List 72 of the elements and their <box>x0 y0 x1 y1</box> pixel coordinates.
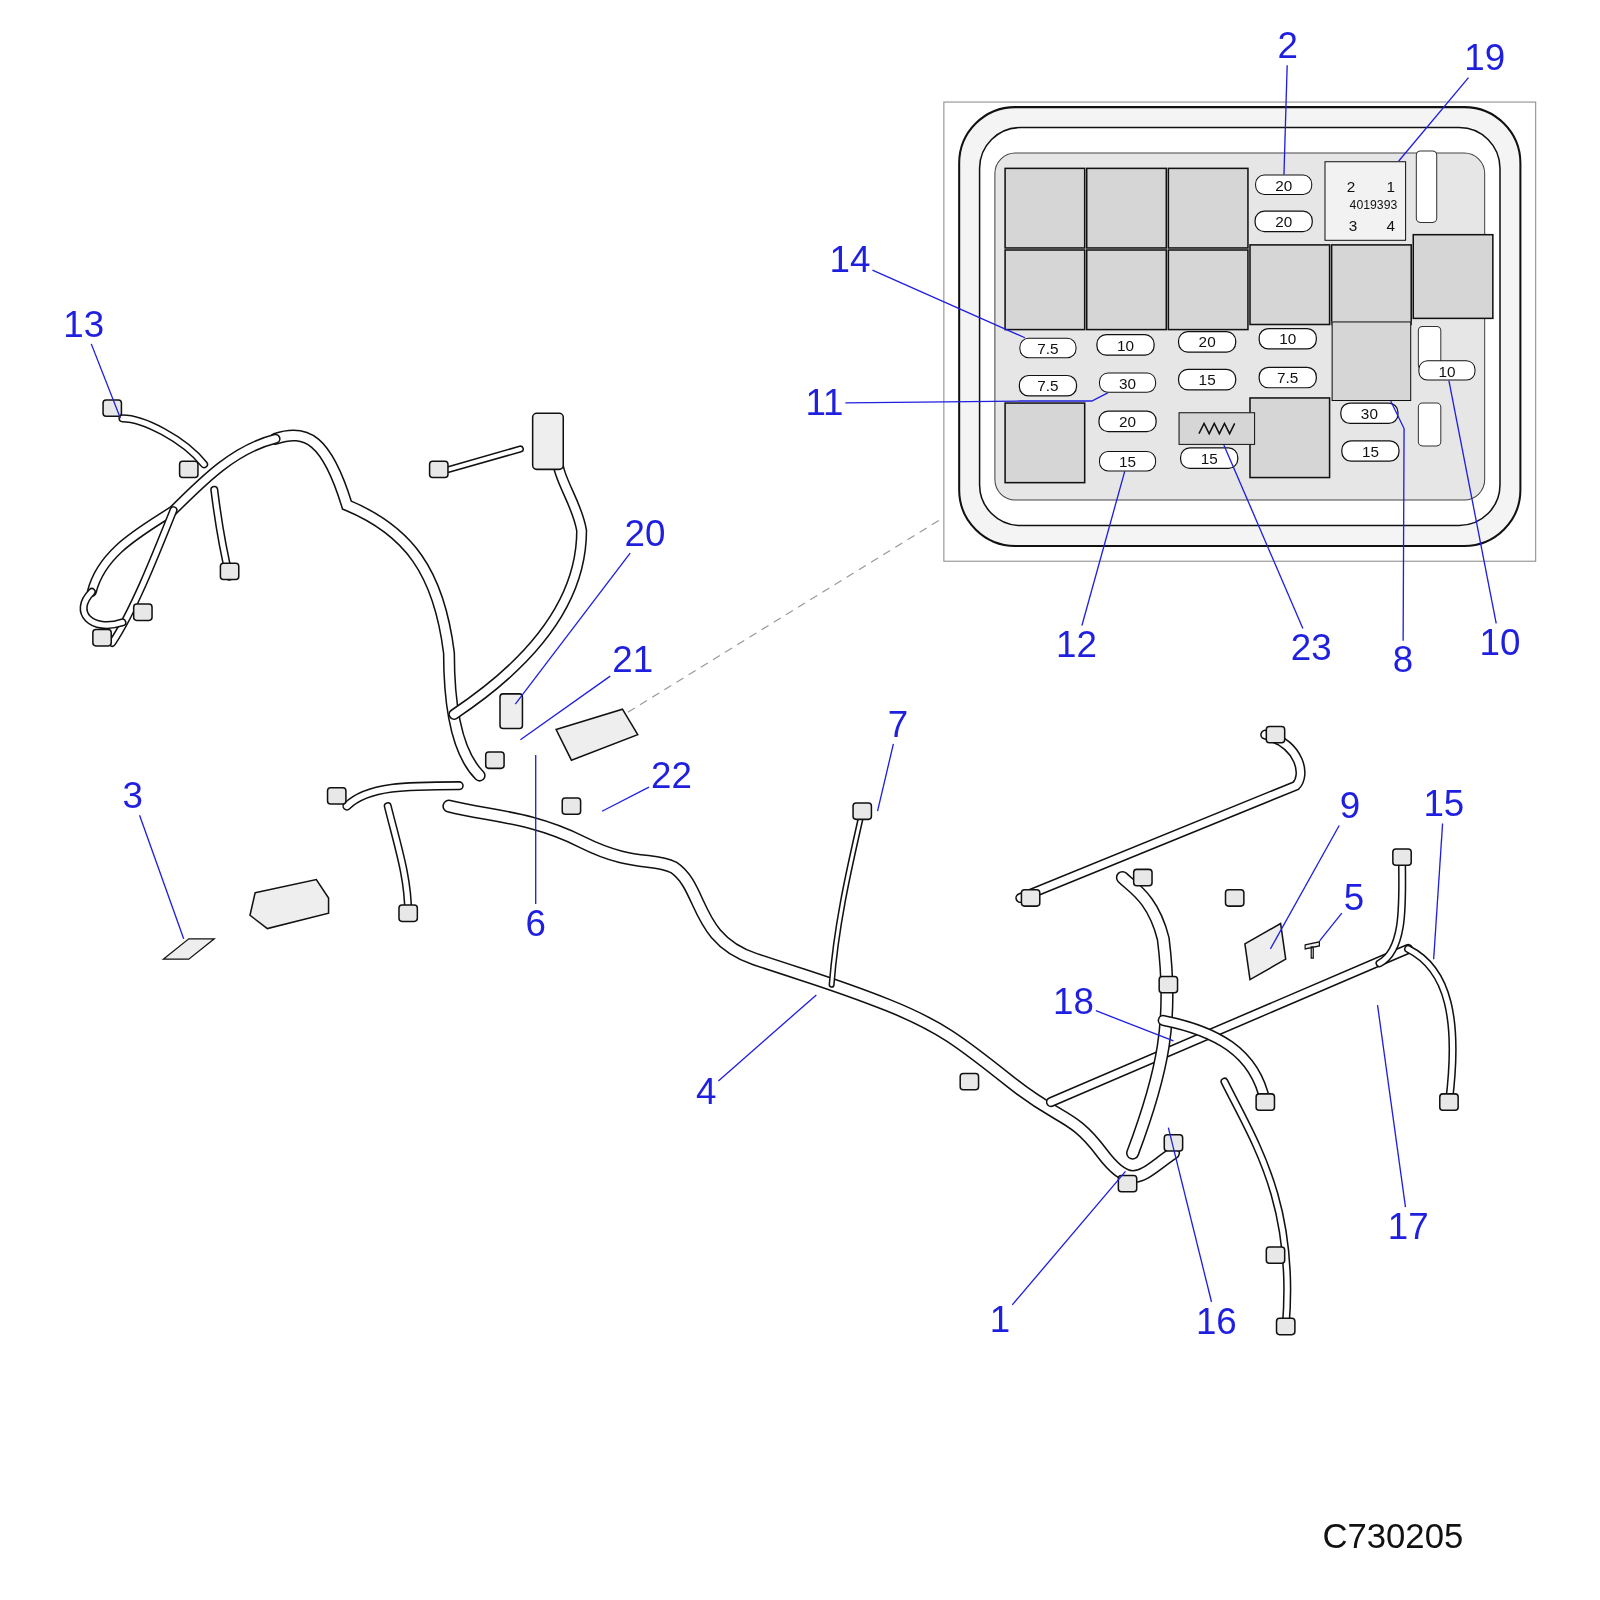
fuse-rating: 20 <box>1198 334 1216 350</box>
leader-line <box>717 994 817 1082</box>
leader-line <box>871 269 1026 339</box>
callout-number: 7 <box>887 706 909 743</box>
callout-number: 18 <box>1053 983 1094 1021</box>
leader-line <box>876 743 895 812</box>
screw-drawing <box>1304 940 1321 960</box>
leader-line <box>1223 444 1304 630</box>
fuse-rating: 15 <box>1200 450 1218 466</box>
leader-line <box>1283 64 1288 176</box>
callout-number: 22 <box>651 757 692 794</box>
relay-marking: 2 <box>1346 179 1356 195</box>
relay-marking: 4019393 <box>1349 199 1398 212</box>
fuse: 30 <box>1098 372 1157 393</box>
callout-number: 20 <box>624 515 666 553</box>
fuse: 7.5 <box>1019 337 1077 359</box>
fuse-rating: 7.5 <box>1037 378 1059 394</box>
leader-line <box>514 552 631 705</box>
callout-number: 15 <box>1423 785 1465 823</box>
relay-marking: 3 <box>1348 217 1358 234</box>
leader-line <box>1269 824 1340 950</box>
leader-line <box>1448 379 1497 625</box>
leader-line <box>1167 1126 1213 1303</box>
callout-number: 10 <box>1479 624 1521 662</box>
fuse-rating: 10 <box>1117 337 1134 353</box>
relay-marking: 1 <box>1386 179 1396 195</box>
fuse: 20 <box>1255 174 1313 195</box>
leader-line <box>1011 1170 1127 1306</box>
callout-number: 19 <box>1464 39 1506 77</box>
relay-marking: 4 <box>1386 217 1396 234</box>
fuse-rating: 10 <box>1279 331 1297 347</box>
callout-number: 17 <box>1387 1208 1429 1245</box>
leader-line <box>1376 1004 1407 1208</box>
callout-number: 1 <box>989 1301 1011 1338</box>
callout-number: 12 <box>1056 626 1097 664</box>
leader-line <box>1081 470 1126 627</box>
callout-number: 16 <box>1195 1303 1237 1340</box>
callout-number: 4 <box>695 1073 717 1111</box>
callout-number: 23 <box>1290 629 1332 667</box>
fuse-rating: 20 <box>1119 413 1137 430</box>
callout-number: 6 <box>525 905 546 942</box>
leader-line <box>1318 912 1343 942</box>
leader-line <box>601 786 650 812</box>
fuse: 15 <box>1098 451 1157 472</box>
relay-with-marking <box>1324 161 1407 241</box>
figure-code: C730205 <box>1322 1518 1464 1554</box>
leader-line <box>90 343 122 420</box>
fuse: 10 <box>1418 360 1476 381</box>
fuse-rating: 30 <box>1360 405 1378 421</box>
leader-line <box>519 675 611 741</box>
fuse-rating: 20 <box>1275 213 1293 230</box>
leader-line <box>844 392 1109 404</box>
callout-number: 8 <box>1392 641 1414 679</box>
leader-line <box>1095 1010 1175 1042</box>
leader-line <box>1390 400 1405 642</box>
callout-number: 2 <box>1277 27 1298 65</box>
leader-line <box>1433 822 1444 960</box>
fuse-rating: 15 <box>1198 371 1216 388</box>
resistor-relay <box>1178 412 1256 445</box>
callout-number: 9 <box>1339 787 1361 825</box>
callout-number: 11 <box>805 384 844 422</box>
callout-number: 14 <box>829 241 871 279</box>
relay-block <box>1331 321 1412 401</box>
fuse-rating: 7.5 <box>1277 369 1299 386</box>
leader-line <box>138 814 185 940</box>
callout-number: 21 <box>612 641 654 679</box>
leader-line <box>535 754 537 905</box>
callout-number: 5 <box>1343 879 1365 917</box>
callout-number: 3 <box>122 777 143 815</box>
callout-number: 13 <box>63 306 105 343</box>
fuse-rating: 15 <box>1361 443 1379 459</box>
leader-line <box>1397 76 1470 162</box>
